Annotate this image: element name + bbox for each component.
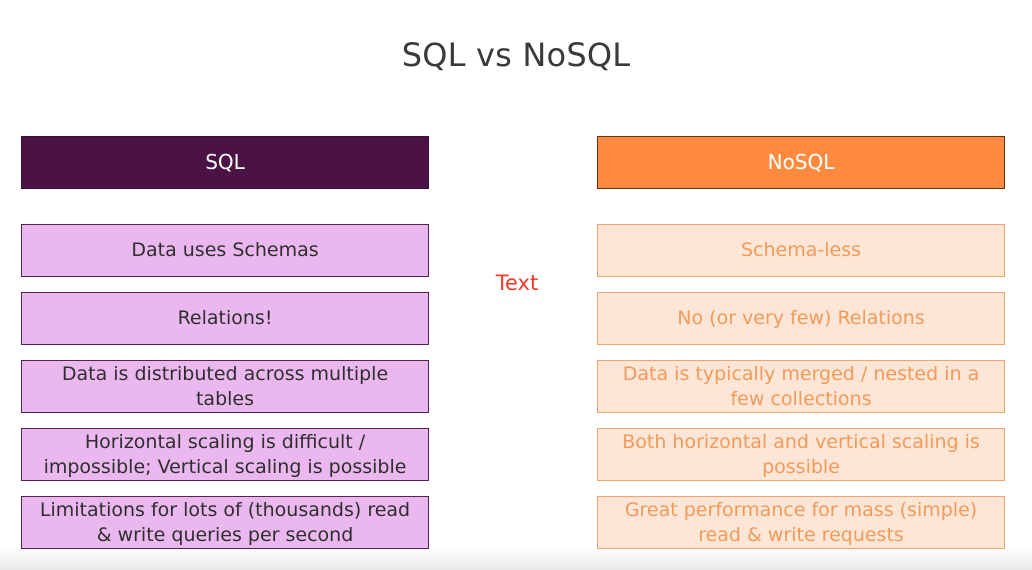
sql-column: SQL Data uses Schemas Relations! Data is… <box>21 136 429 564</box>
sql-item-scaling: Horizontal scaling is difficult / imposs… <box>21 428 429 481</box>
sql-item-schemas: Data uses Schemas <box>21 224 429 277</box>
nosql-item-relations: No (or very few) Relations <box>597 292 1005 345</box>
nosql-header: NoSQL <box>597 136 1005 189</box>
sql-header: SQL <box>21 136 429 189</box>
nosql-item-scaling: Both horizontal and vertical scaling is … <box>597 428 1005 481</box>
nosql-item-performance: Great performance for mass (simple) read… <box>597 496 1005 549</box>
sql-item-limitations: Limitations for lots of (thousands) read… <box>21 496 429 549</box>
nosql-column: NoSQL Schema-less No (or very few) Relat… <box>597 136 1005 564</box>
center-text-label: Text <box>495 271 539 295</box>
nosql-item-collections: Data is typically merged / nested in a f… <box>597 360 1005 413</box>
sql-item-distribution: Data is distributed across multiple tabl… <box>21 360 429 413</box>
nosql-item-schema-less: Schema-less <box>597 224 1005 277</box>
slide-title: SQL vs NoSQL <box>401 36 631 74</box>
sql-item-relations: Relations! <box>21 292 429 345</box>
